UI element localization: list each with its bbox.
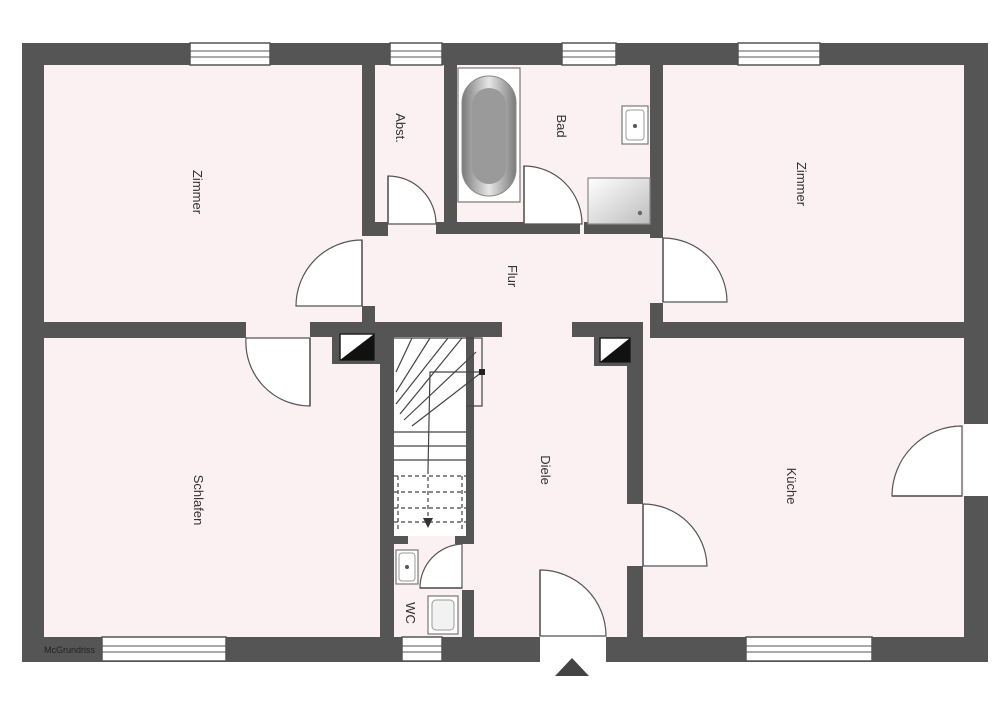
window-top-zimmer-left <box>189 42 271 66</box>
door-schlafen <box>245 337 311 407</box>
label-abst: Abst. <box>393 113 408 143</box>
sanitary-fixtures <box>395 67 651 635</box>
door-zimmer-left <box>295 239 363 307</box>
chimney-left-icon <box>339 333 375 361</box>
label-zimmer-right: Zimmer <box>794 162 809 207</box>
door-abst <box>387 175 437 225</box>
window-bottom-kueche <box>745 636 873 662</box>
bad-sink-icon <box>621 105 649 145</box>
label-diele: Diele <box>538 455 553 485</box>
chimney-icons <box>339 333 631 363</box>
watermark-text: McGrundriss <box>44 645 96 655</box>
label-schlafen: Schlafen <box>191 475 206 526</box>
door-entrance <box>539 569 607 637</box>
window-top-zimmer-right <box>737 42 821 66</box>
openings <box>540 424 988 662</box>
label-wc: WC <box>403 602 418 624</box>
window-bottom-schlafen <box>101 636 227 662</box>
label-zimmer-left: Zimmer <box>190 170 205 215</box>
door-wc <box>419 543 463 589</box>
toilet-icon <box>427 595 459 635</box>
shower-tray-icon <box>587 177 651 225</box>
room-labels: Zimmer Abst. Bad Zimmer Flur Schlafen Di… <box>190 113 809 624</box>
entrance-arrow-icon <box>555 658 589 676</box>
staircase-icon <box>394 337 485 536</box>
window-top-abst <box>389 42 443 66</box>
window-bottom-wc <box>401 636 443 662</box>
door-bad <box>523 165 583 225</box>
label-flur: Flur <box>505 265 520 288</box>
wc-sink-icon <box>395 549 419 585</box>
window-top-bad <box>561 42 617 66</box>
label-bad: Bad <box>554 114 569 137</box>
bathtub-icon <box>457 67 521 203</box>
windows <box>101 42 873 662</box>
door-kueche <box>642 503 708 567</box>
door-zimmer-right <box>662 237 728 303</box>
label-kueche: Küche <box>784 468 799 505</box>
door-balcony-kueche <box>891 425 963 497</box>
doors <box>245 165 963 637</box>
chimney-right-icon <box>599 337 631 363</box>
